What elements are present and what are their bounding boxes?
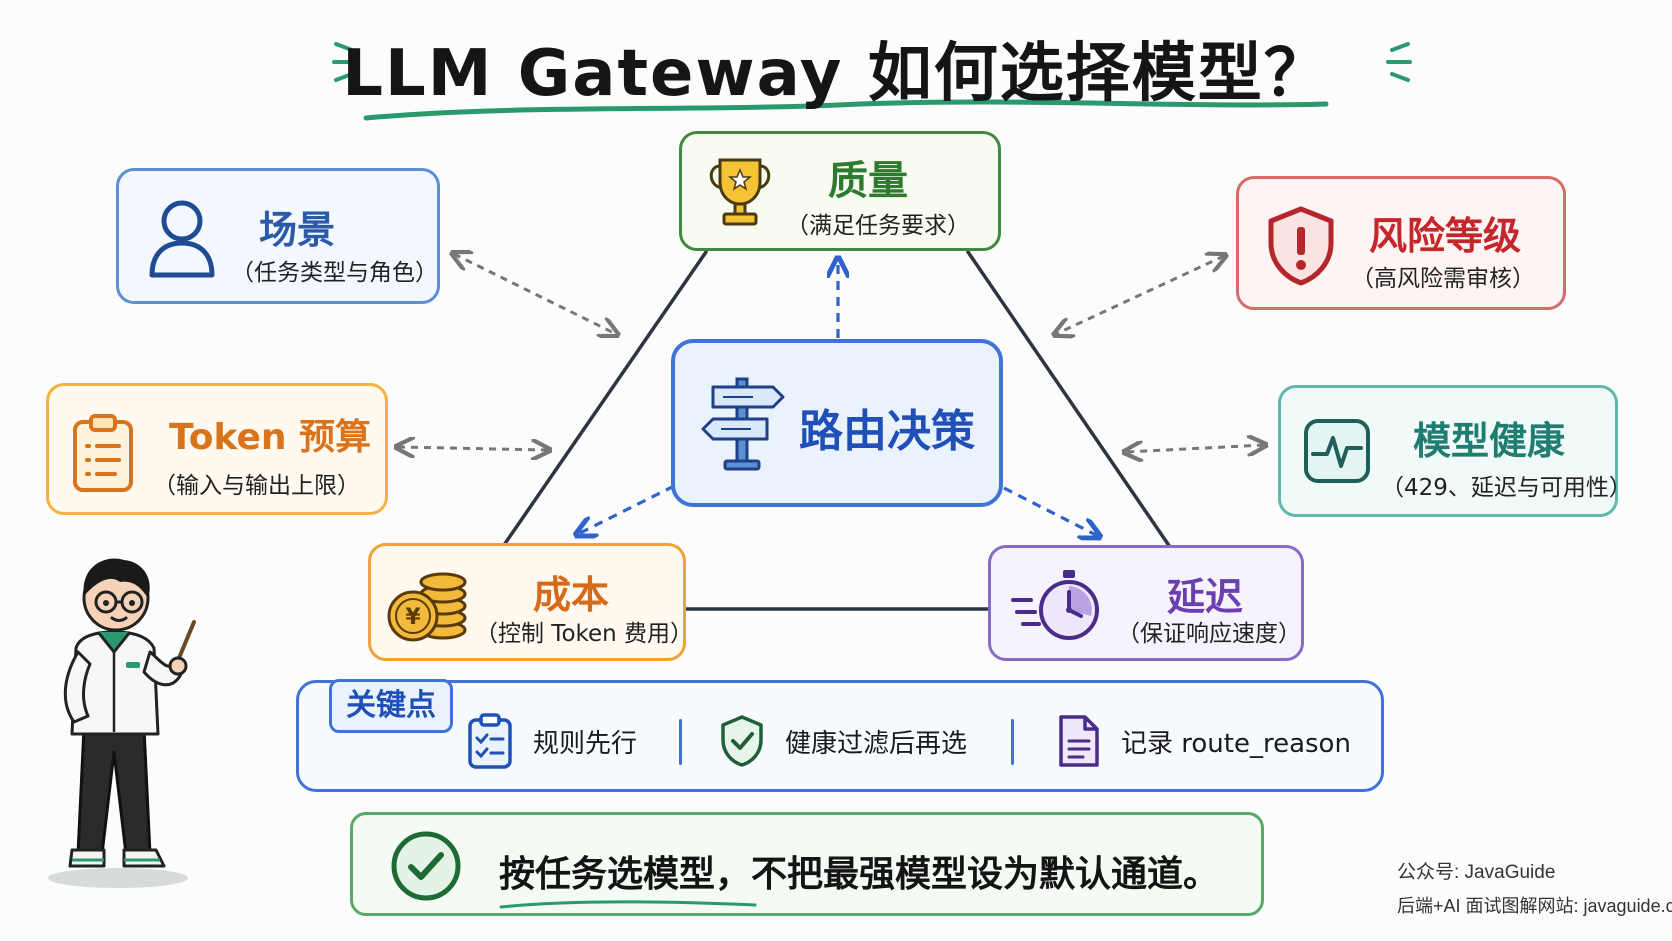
checklist-icon	[468, 713, 512, 769]
page-title: LLM Gateway 如何选择模型？	[342, 37, 1330, 111]
heartbeat-monitor-icon	[1304, 419, 1370, 483]
teacher-character-illustration	[48, 558, 196, 888]
latency-title: 延迟	[1167, 575, 1244, 619]
quality-card: 质量 （满足任务要求）	[679, 131, 1001, 251]
check-circle-icon	[391, 831, 461, 901]
health-card: 模型健康 （429、延迟与可用性）	[1278, 385, 1632, 517]
coins-icon: ¥	[387, 572, 467, 642]
router-title: 路由决策	[799, 406, 975, 457]
scene-card: 场景 （任务类型与角色）	[116, 168, 440, 304]
scene-title: 场景	[259, 208, 336, 252]
risk-title: 风险等级	[1369, 214, 1522, 258]
token-subtitle: （输入与输出上限）	[153, 473, 360, 499]
latency-card: 延迟 （保证响应速度）	[988, 545, 1304, 661]
key-point-item: 规则先行	[467, 713, 637, 769]
quality-title: 质量	[828, 158, 908, 204]
key-point-label: 规则先行	[533, 728, 638, 759]
risk-card: 风险等级 （高风险需审核）	[1236, 176, 1566, 310]
token-card: Token 预算 （输入与输出上限）	[46, 383, 388, 515]
title-underline	[363, 99, 1329, 121]
cost-subtitle: （控制 Token 费用）	[475, 621, 694, 647]
key-point-item: 记录 route_reason	[1057, 713, 1351, 769]
separator	[1011, 719, 1014, 765]
key-point-label: 记录 route_reason	[1121, 728, 1351, 759]
title-decoration-left	[332, 42, 358, 82]
key-points-tag: 关键点	[329, 679, 453, 733]
clipboard-icon	[73, 414, 133, 492]
user-icon	[149, 200, 215, 278]
key-points-panel: 关键点 规则先行 健康过滤后再选	[296, 679, 1384, 792]
stopwatch-icon	[1011, 570, 1099, 640]
risk-subtitle: （高风险需审核）	[1351, 266, 1535, 292]
signpost-icon	[701, 377, 785, 471]
conclusion-panel: 按任务选模型，不把最强模型设为默认通道。	[350, 812, 1264, 916]
watermark-line1: 公众号: JavaGuide	[1397, 862, 1556, 883]
title-decoration-right	[1386, 42, 1412, 82]
trophy-icon	[709, 158, 771, 226]
cost-card: ¥ 成本 （控制 Token 费用）	[368, 543, 693, 661]
conclusion-underline	[499, 900, 757, 909]
triangle-edges	[502, 250, 1172, 611]
blue-arrows	[578, 260, 1098, 536]
health-subtitle: （429、延迟与可用性）	[1381, 475, 1632, 501]
shield-check-icon	[721, 715, 763, 767]
scene-subtitle: （任务类型与角色）	[231, 260, 438, 286]
key-point-item: 健康过滤后再选	[719, 713, 967, 769]
gray-arrows	[398, 254, 1264, 452]
watermark-line2: 后端+AI 面试图解网站: javaguide.cn	[1397, 896, 1672, 916]
router-card: 路由决策	[671, 339, 1003, 507]
svg-text:¥: ¥	[405, 605, 421, 630]
key-point-label: 健康过滤后再选	[785, 728, 968, 759]
latency-subtitle: （保证响应速度）	[1117, 621, 1301, 647]
conclusion-text: 按任务选模型，不把最强模型设为默认通道。	[499, 854, 1220, 895]
health-title: 模型健康	[1413, 419, 1566, 463]
cost-title: 成本	[533, 573, 610, 617]
shield-alert-icon	[1268, 206, 1334, 286]
token-title: Token 预算	[169, 417, 372, 458]
document-icon	[1059, 715, 1099, 767]
quality-subtitle: （满足任务要求）	[786, 213, 970, 239]
separator	[679, 719, 682, 765]
